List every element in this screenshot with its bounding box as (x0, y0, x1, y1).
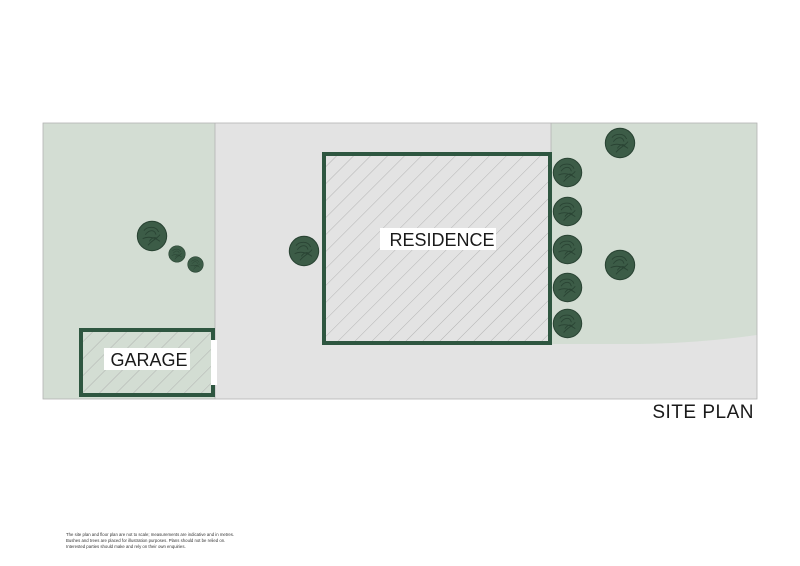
tree-icon (288, 235, 320, 267)
site-boundary (42, 122, 758, 400)
bush-icon (168, 245, 186, 263)
residence-label-bg (380, 228, 496, 250)
tree-icon (604, 249, 636, 281)
disclaimer: The site plan and floor plan are not to … (66, 532, 366, 551)
site-plan-title: SITE PLAN (652, 402, 754, 423)
bush-icon (187, 256, 204, 273)
residence-label: RESIDENCE (389, 230, 494, 250)
tree-icon (136, 220, 168, 252)
garage-door-opening (211, 340, 217, 385)
disclaimer-line: Bushes and trees are placed for illustra… (66, 538, 226, 544)
right-lawn (551, 123, 757, 344)
garage-label: GARAGE (110, 350, 187, 370)
tree-icon (552, 308, 583, 339)
tree-icon (552, 157, 583, 188)
garage-label-bg (104, 348, 190, 370)
disclaimer-line: Interested parties should make and rely … (66, 544, 186, 550)
tree-icon (552, 234, 583, 265)
disclaimer-line: The site plan and floor plan are not to … (66, 532, 235, 537)
tree-icon (552, 272, 583, 303)
tree-icon (552, 196, 583, 227)
tree-icon (604, 127, 636, 159)
